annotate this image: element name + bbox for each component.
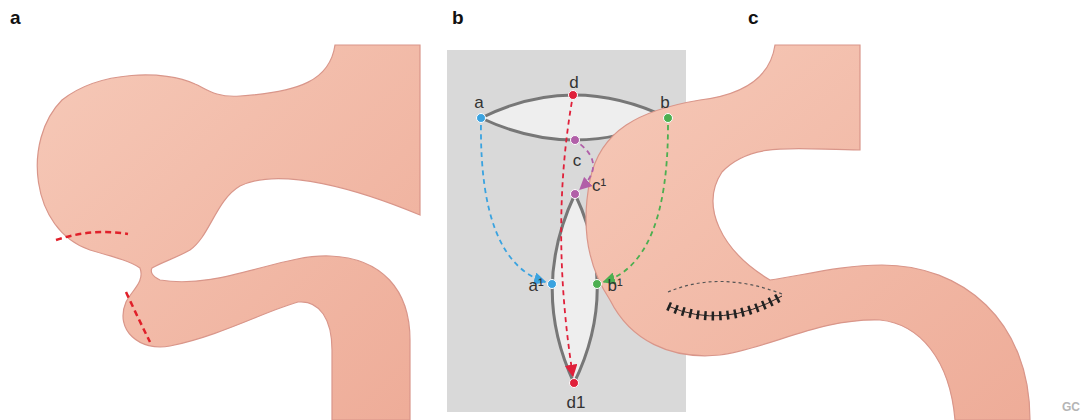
suture-line	[668, 281, 782, 294]
incision-line	[56, 232, 128, 240]
point-marker: b	[663, 113, 673, 123]
point-label: c	[573, 152, 582, 169]
bowel-with-stricture	[37, 45, 420, 420]
point-marker: d	[568, 90, 578, 100]
point-label: b¹	[607, 277, 622, 294]
point-label: d	[569, 74, 578, 91]
displacement-arrow	[481, 125, 545, 282]
point-marker: a	[476, 113, 486, 123]
watermark: GC	[1062, 401, 1080, 413]
repaired-bowel	[586, 45, 1030, 420]
point-label: a¹	[528, 277, 543, 294]
point-marker: c¹	[570, 189, 580, 199]
point-label: a	[474, 94, 483, 111]
point-label: c¹	[592, 177, 606, 194]
incision-line	[126, 292, 150, 342]
panel-letter: b	[452, 8, 464, 27]
suture-line	[668, 296, 782, 316]
panel-letter: c	[748, 8, 759, 27]
displacement-arrow	[604, 125, 668, 282]
suture-line	[668, 296, 782, 316]
point-label: b	[660, 94, 669, 111]
point-marker: b¹	[592, 279, 602, 289]
point-marker: a¹	[547, 279, 557, 289]
panel-letter: a	[10, 8, 21, 27]
point-marker: c	[570, 135, 580, 145]
point-label: d1	[567, 394, 586, 411]
displacement-arrow	[580, 144, 593, 189]
point-marker: d1	[569, 378, 579, 388]
